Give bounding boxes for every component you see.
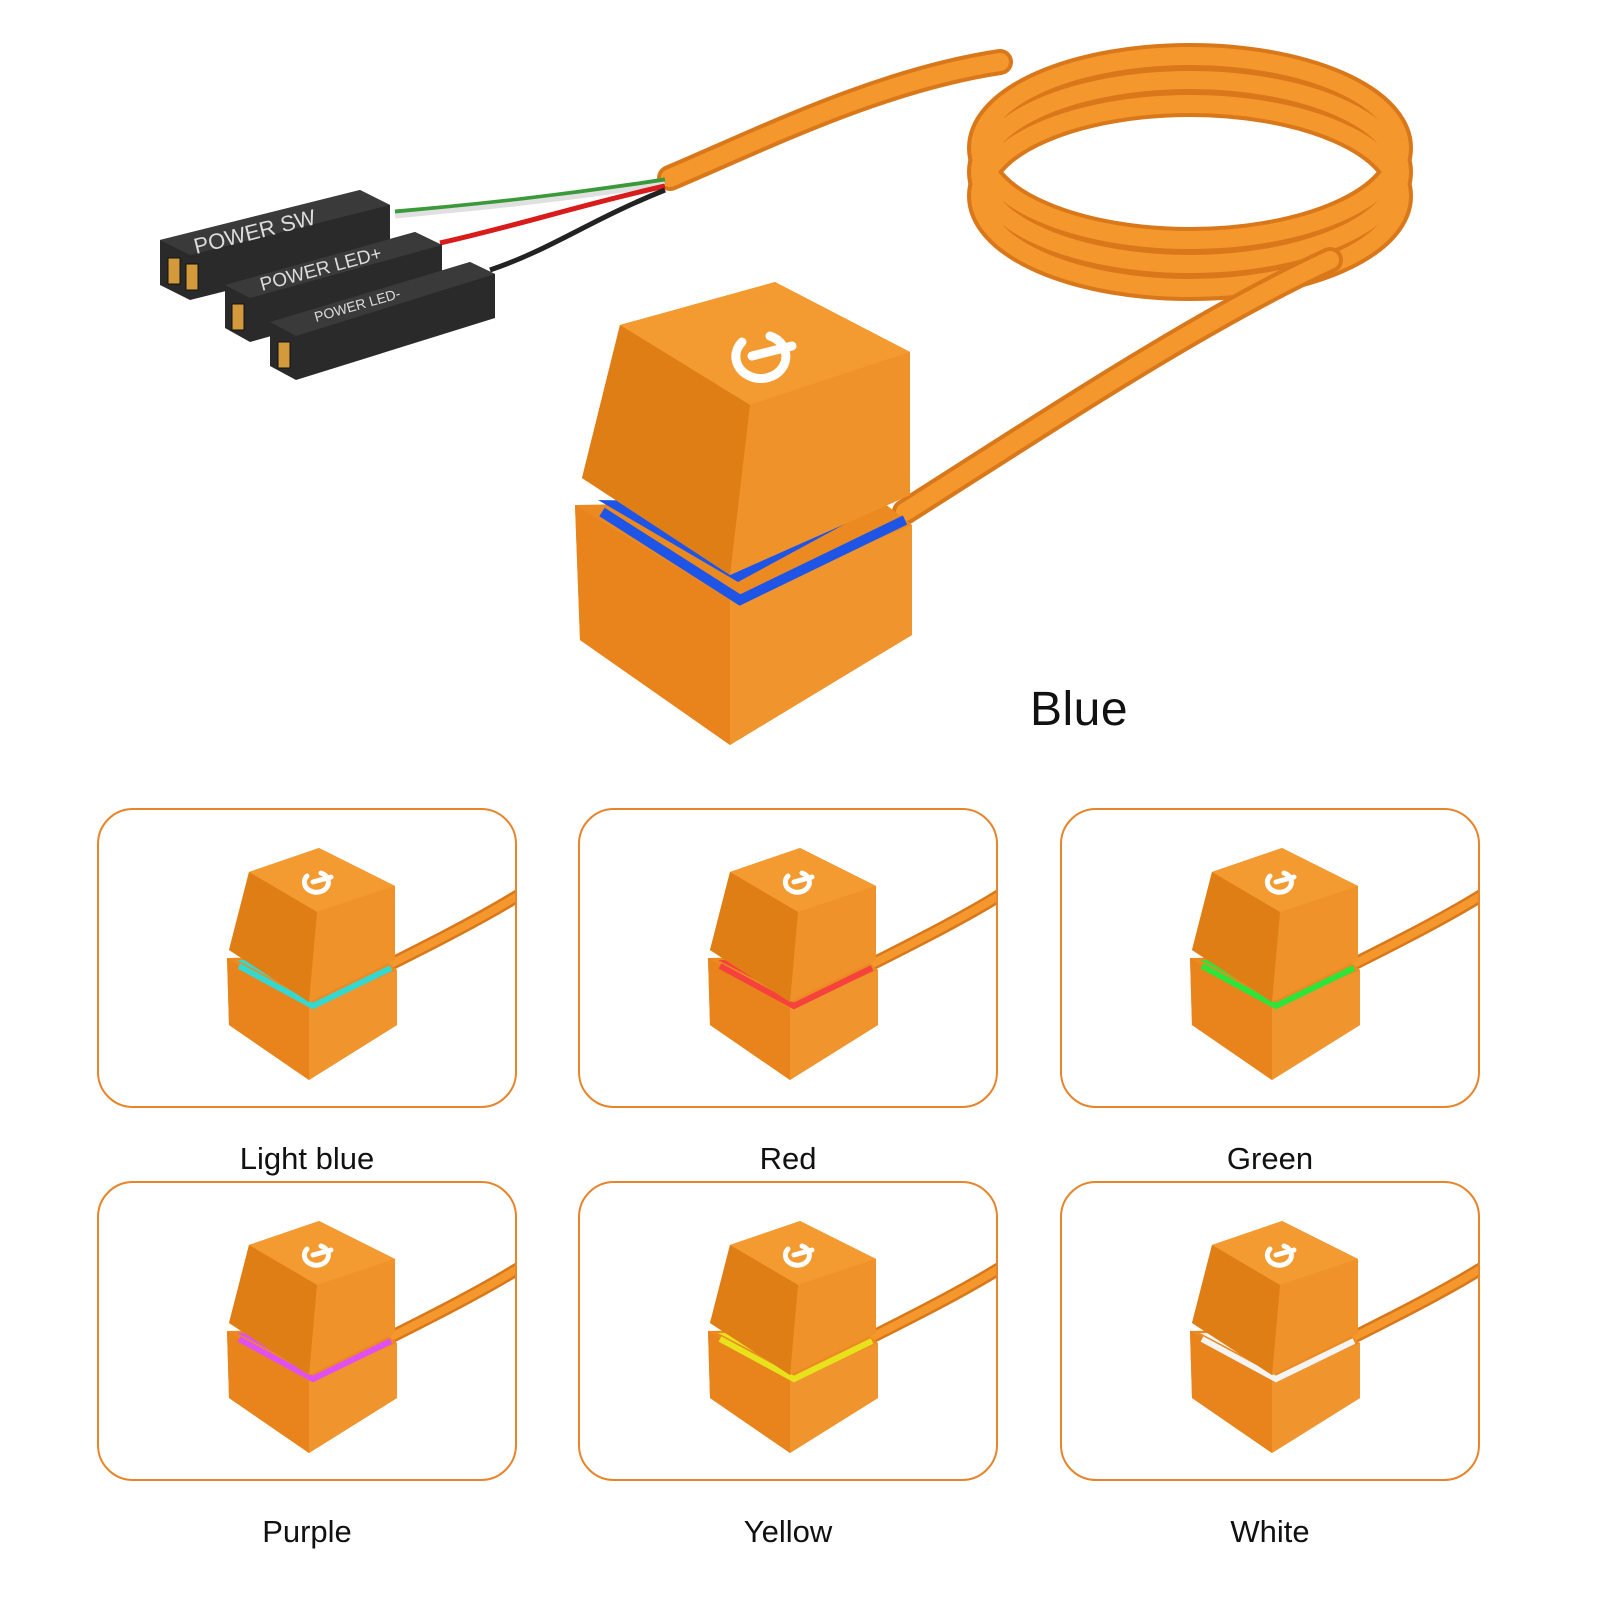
hero-illustration: POWER SW POWER LED+ POWER LED- xyxy=(160,43,1413,745)
power-icon xyxy=(301,1243,334,1268)
power-icon xyxy=(782,1243,815,1268)
power-icon xyxy=(1264,870,1297,895)
variant-card xyxy=(1060,1181,1480,1481)
variant-card xyxy=(1060,808,1480,1108)
variant-label: White xyxy=(1230,1514,1310,1549)
keycap-illustration xyxy=(227,848,515,1080)
power-icon xyxy=(782,870,815,895)
variant-card xyxy=(578,808,998,1108)
variant-card xyxy=(97,808,517,1108)
variant-card xyxy=(97,1181,517,1481)
variant-label: Yellow xyxy=(743,1514,833,1549)
power-icon xyxy=(731,331,797,383)
keycap-illustration xyxy=(708,848,996,1080)
keycap-illustration xyxy=(227,1221,515,1453)
keycap-illustration xyxy=(1190,1221,1478,1453)
cable-coil xyxy=(657,43,1413,525)
connector-power-led-minus: POWER LED- xyxy=(270,262,495,380)
variant-label: Purple xyxy=(262,1514,352,1549)
variant-label: Light blue xyxy=(239,1141,375,1176)
variant-card xyxy=(578,1181,998,1481)
power-icon xyxy=(1264,1243,1297,1268)
hero-color-label: Blue xyxy=(1030,683,1129,736)
power-button-blue xyxy=(575,282,912,745)
keycap-illustration xyxy=(708,1221,996,1453)
variant-label: Green xyxy=(1226,1141,1314,1176)
keycap-illustration xyxy=(1190,848,1478,1080)
power-icon xyxy=(301,870,334,895)
wires xyxy=(394,177,666,273)
variant-label: Red xyxy=(759,1141,817,1176)
